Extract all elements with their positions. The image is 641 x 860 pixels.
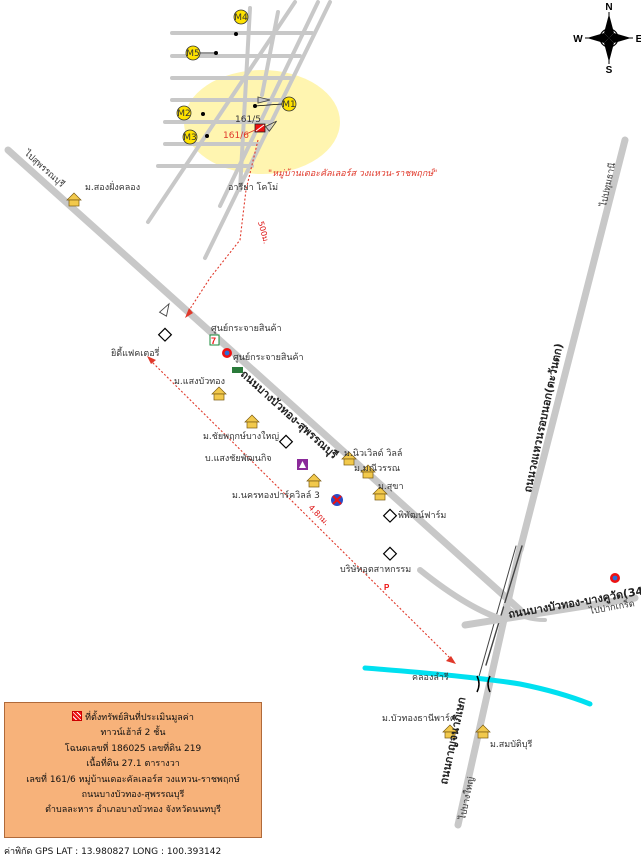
- label-bua-aree: ม.บัวทองธานีพาร์ค: [382, 712, 456, 724]
- village-roads: [146, 0, 332, 260]
- ptt-icon: [331, 494, 343, 506]
- label-saengchai: บ.แสงชัยพัฒนกิจ: [205, 453, 272, 464]
- legend-line-7: ตำบลละหาร อำเภอบางบัวทอง จังหวัดนนทบุรี: [45, 805, 221, 816]
- label-bangphun: บริษัทอุตสาหกรรม: [340, 564, 411, 575]
- label-to-bangyai: ไปบางใหญ่: [457, 776, 477, 822]
- svg-text:7: 7: [211, 336, 216, 346]
- gas-station-icon: [222, 348, 232, 358]
- bridge-icon: [476, 675, 491, 693]
- label-ari: อารียา โคโม่: [228, 182, 278, 193]
- landmark-square-icons: [157, 327, 398, 561]
- label-dairy: ยิดี้แฟคเตอรี่: [111, 346, 160, 359]
- house-icon: [66, 192, 491, 739]
- distance-main: 4.8กม.: [307, 503, 331, 527]
- marker-m1: M1: [253, 96, 297, 112]
- gas-station-icon-east: [610, 573, 620, 583]
- label-chai: ม.ชัยพฤกษ์บางใหญ่: [203, 430, 279, 442]
- compass-s: S: [606, 65, 613, 76]
- route-lines: [149, 139, 453, 661]
- legend-line-5: เลขที่ 161/6 หมู่บ้านเดอะคัลเลอร์ส วงแหว…: [26, 774, 240, 785]
- plot-161-5: 161/5: [235, 115, 261, 125]
- svg-text:M5: M5: [186, 49, 200, 59]
- label-nakhon: ม.นครทองปาร์ควิลล์ 3: [232, 489, 320, 501]
- svg-text:M2: M2: [177, 109, 191, 119]
- road-name-main: ถนนบางบัวทอง-สุพรรณบุรี: [237, 368, 340, 463]
- property-legend-icon: [72, 711, 83, 721]
- label-seven: ศูนย์กระจายสินค้า: [211, 322, 282, 334]
- label-lom-long: ม.สองฝั่งคลอง: [85, 180, 140, 193]
- label-sombun: ม.สมบัติบุรี: [490, 739, 532, 750]
- shopping-icon: P: [384, 582, 393, 592]
- compass-e: E: [636, 34, 641, 45]
- label-manee: ม.มณีวรรณ: [354, 463, 400, 474]
- distance-branch: 500ม.: [256, 220, 271, 245]
- road-name-kanchana: ถนนกาญจนาภิเษก: [437, 696, 468, 786]
- svg-text:M4: M4: [234, 13, 248, 23]
- compass-w: W: [573, 34, 583, 45]
- svg-text:M1: M1: [282, 100, 296, 110]
- seven-eleven-icon: 7: [209, 334, 220, 346]
- legend-line-3: โฉนดเลขที่ 186025 เลขที่ดิน 219: [64, 743, 202, 754]
- marker-m5: M5: [185, 45, 218, 61]
- label-canal: คลองลำรี: [412, 672, 449, 683]
- legend-line-6: ถนนบางบัวทอง-สุพรรณบุรี: [81, 790, 185, 801]
- compass-n: N: [605, 2, 612, 13]
- temple-icon: [297, 459, 308, 470]
- marker-m4: M4: [233, 9, 249, 36]
- village-name: "หมู่บ้านเดอะคัลเลอร์ส วงแหวน-ราชพฤกษ์": [268, 168, 437, 179]
- svg-text:M3: M3: [183, 133, 197, 143]
- legend-box: ที่ตั้งทรัพย์สินที่ประเมินมูลค่า ทาวน์เฮ…: [4, 702, 262, 838]
- marker-m3: M3: [182, 129, 209, 145]
- main-road: [4, 146, 524, 614]
- compass-rose: N S W E: [573, 2, 641, 76]
- label-pipat: พิพัฒน์ฟาร์ม: [398, 509, 446, 521]
- label-nirawit: ม.นิวเวิลด์ วิลล์: [344, 447, 402, 459]
- legend-line-1: ที่ตั้งทรัพย์สินที่ประเมินมูลค่า: [5, 711, 261, 726]
- gps-coordinates: ค่าพิกัด GPS LAT : 13.980827 LONG : 100.…: [4, 847, 222, 857]
- traffic-light-icon: [158, 96, 277, 317]
- label-dc: ศูนย์กระจายสินค้า: [233, 351, 304, 363]
- ring-road: [454, 136, 629, 829]
- shop-icon: [232, 367, 243, 373]
- label-saeng: ม.แสงบัวทอง: [174, 377, 225, 387]
- svg-text:P: P: [384, 583, 390, 592]
- legend-line-4: เนื้อที่ดิน 27.1 ตารางวา: [86, 759, 180, 770]
- road-345: [417, 567, 639, 629]
- label-sukha: ม.สุขา: [378, 482, 404, 492]
- legend-line-2: ทาวน์เฮ้าส์ 2 ชั้น: [100, 728, 166, 739]
- plot-161-6: 161/6: [223, 131, 249, 141]
- route-arrows: [147, 308, 456, 664]
- canal: [362, 665, 593, 707]
- marker-m2: M2: [176, 105, 205, 121]
- property-icon: [254, 123, 266, 133]
- legend-title: ที่ตั้งทรัพย์สินที่ประเมินมูลค่า: [85, 713, 194, 723]
